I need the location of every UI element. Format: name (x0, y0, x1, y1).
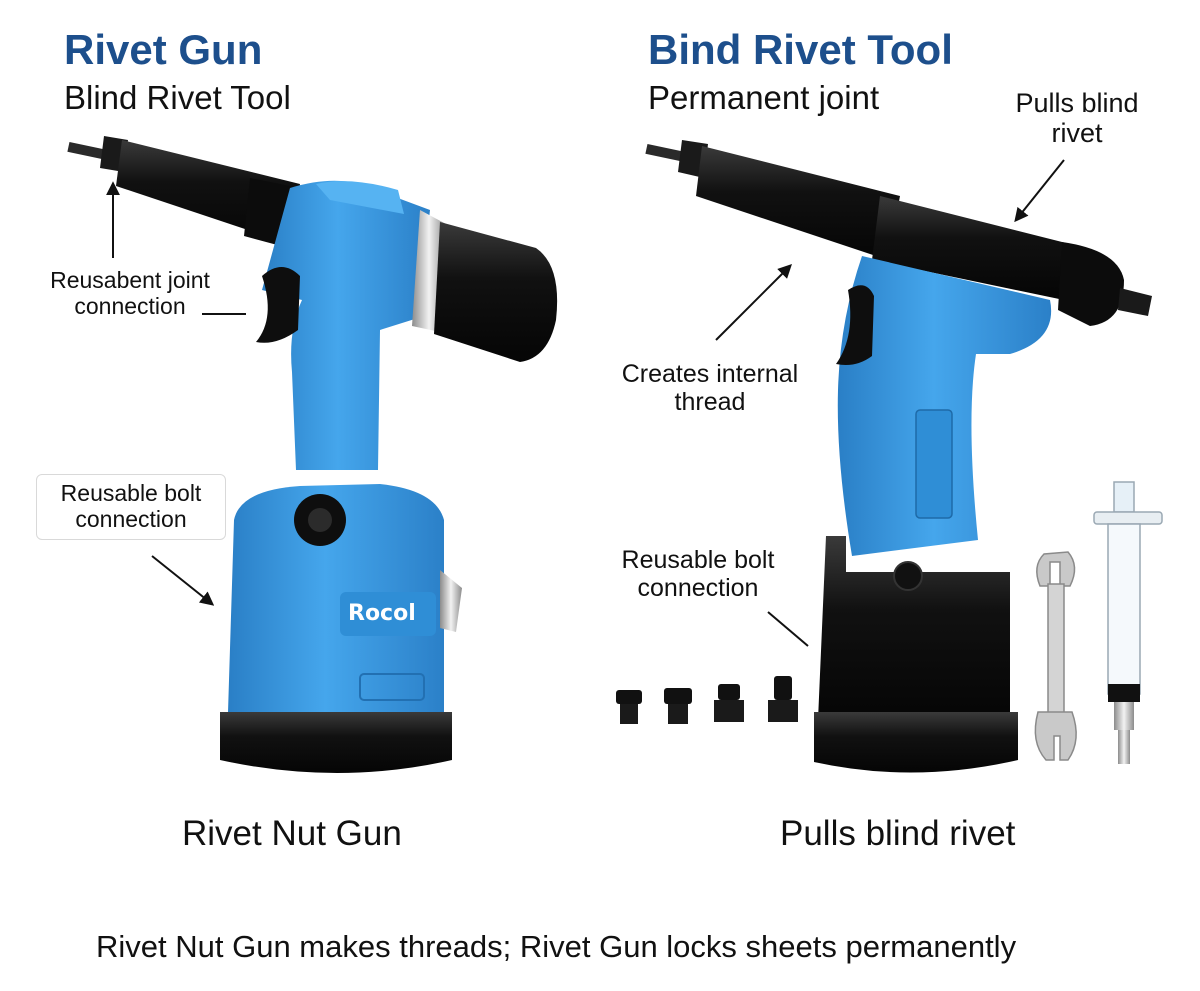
right-caption: Pulls blind rivet (780, 814, 1016, 853)
left-callout-mid-line1: Reusable bolt (60, 480, 202, 506)
right-callout-low-line2: connection (637, 574, 759, 602)
left-callout-mid: Reusable bolt connection (36, 474, 226, 540)
left-callout-top: Reusabent joint connection (24, 267, 236, 320)
right-callout-low-line1: Reusable bolt (621, 546, 775, 574)
arrow-left-housing (151, 555, 215, 606)
right-callout-low: Reusable bolt connection (604, 546, 792, 602)
footer-summary: Rivet Nut Gun makes threads; Rivet Gun l… (96, 929, 1017, 964)
right-title: Bind Rivet Tool (648, 26, 953, 73)
right-subtitle: Permanent joint (648, 79, 880, 116)
right-callout-mid-line1: Creates internal (621, 360, 799, 388)
nozzle-set-icon (616, 676, 798, 724)
left-callout-top-line2: connection (74, 292, 186, 319)
left-callout-mid-line2: connection (75, 505, 187, 532)
right-callout-top: Pulls blind rivet (996, 88, 1158, 148)
rivet-nut-gun-illustration (67, 136, 558, 773)
syringe-icon (1093, 481, 1163, 764)
brand-label: Rocol (348, 601, 416, 626)
left-subtitle: Blind Rivet Tool (64, 79, 291, 116)
wrench-icon (1034, 551, 1077, 761)
left-title: Rivet Gun (64, 26, 263, 73)
right-callout-mid: Creates internal thread (604, 360, 816, 416)
left-caption: Rivet Nut Gun (182, 814, 402, 853)
right-callout-mid-line2: thread (674, 388, 746, 416)
right-callout-top-line2: rivet (1051, 118, 1103, 149)
arrow-right-barrel (1014, 159, 1065, 223)
blind-rivet-tool-illustration (645, 140, 1152, 773)
right-callout-top-line1: Pulls blind (1015, 88, 1139, 118)
leader-right-housing (767, 611, 809, 647)
arrow-right-nose (715, 264, 792, 341)
left-callout-top-line1: Reusabent joint (50, 267, 210, 293)
